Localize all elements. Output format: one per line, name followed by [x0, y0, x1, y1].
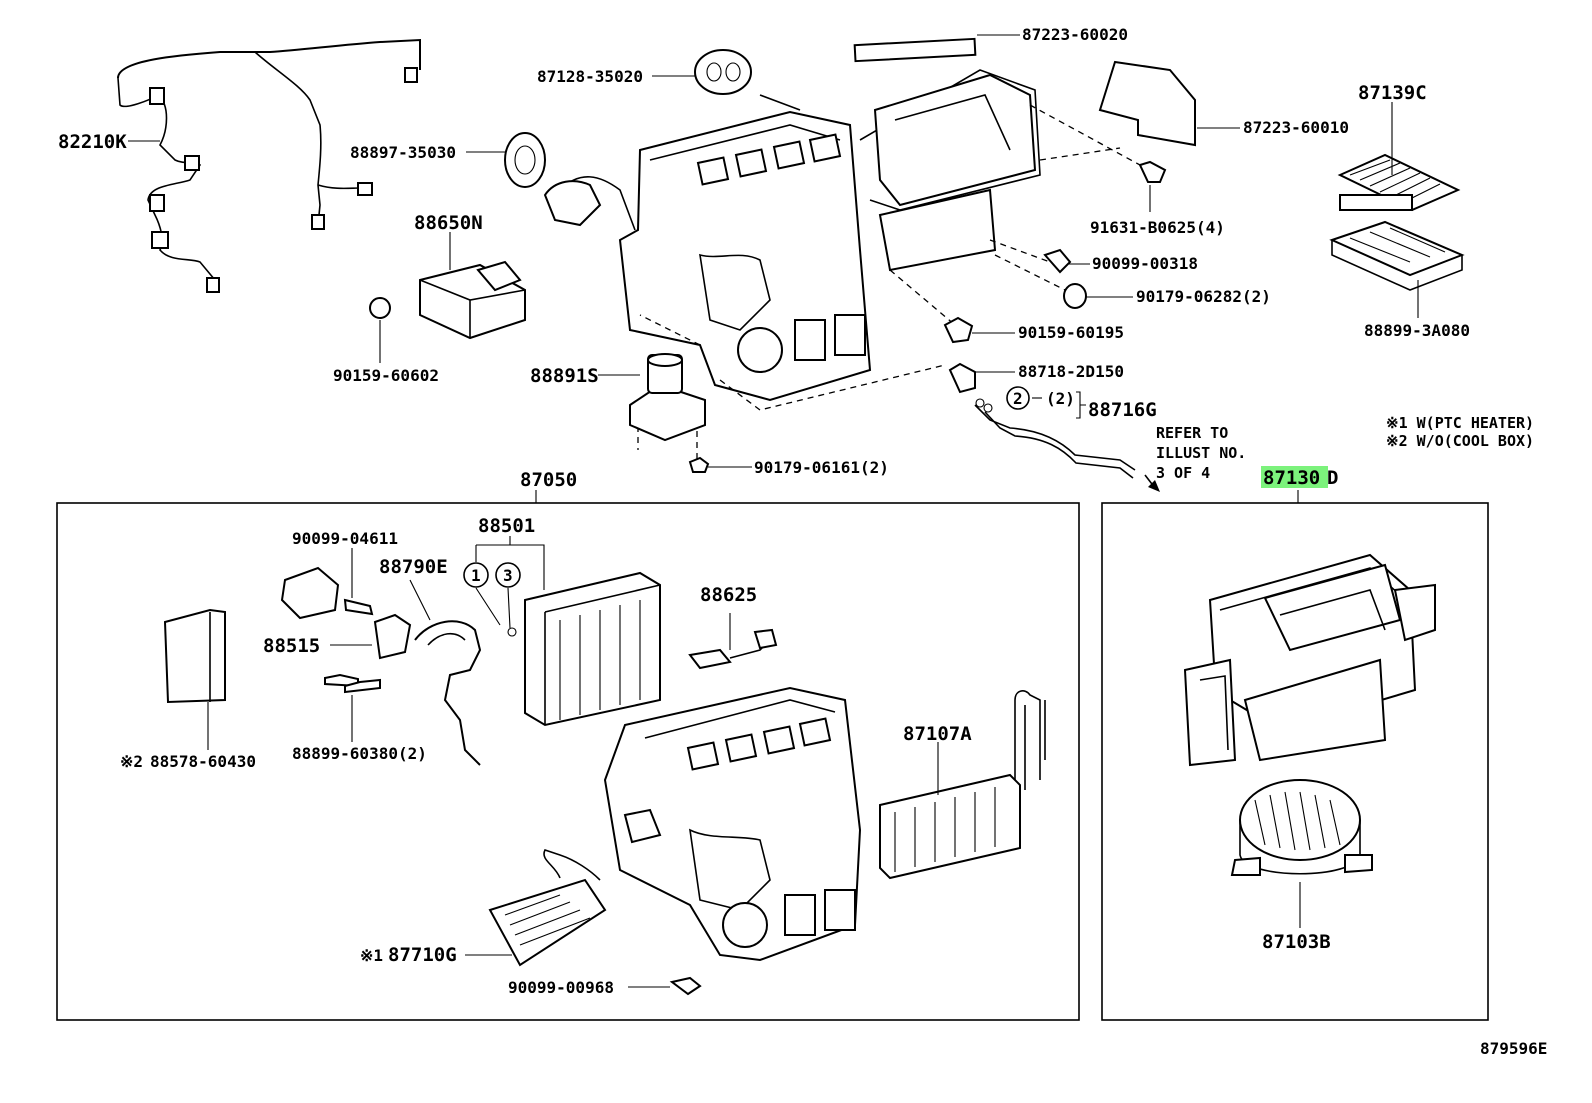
cabin-filter-drawing — [1329, 153, 1465, 291]
part-number-87223-60020[interactable]: 87223-60020 — [1022, 25, 1128, 44]
part-number-88897-35030[interactable]: 88897-35030 — [350, 143, 456, 162]
part-number-suffix: D — [1327, 467, 1338, 489]
footnote: ※1 W(PTC HEATER) — [1386, 414, 1534, 432]
ref-mark-2: ※2 — [120, 752, 143, 771]
grommet-drawing — [504, 49, 752, 188]
part-number-88716g[interactable]: 88716G — [1088, 399, 1157, 421]
part-number-88578-60430[interactable]: 88578-60430 — [150, 752, 256, 771]
leader-lines-top — [128, 34, 1419, 468]
refer-note-line: ILLUST NO. — [1156, 444, 1246, 462]
part-number-90179-061612[interactable]: 90179-06161(2) — [754, 458, 889, 477]
circle-mark-3: 3 — [503, 566, 513, 585]
part-number-87107a[interactable]: 87107A — [903, 723, 972, 745]
quantity-marker: (2) — [1046, 389, 1075, 408]
part-number-90179-062822[interactable]: 90179-06282(2) — [1136, 287, 1271, 306]
blower-unit-drawing — [1183, 553, 1436, 928]
part-number-88501[interactable]: 88501 — [478, 515, 535, 537]
part-number-87223-60010[interactable]: 87223-60010 — [1243, 118, 1349, 137]
part-number-87050[interactable]: 87050 — [520, 469, 577, 491]
part-number-87103b[interactable]: 87103B — [1262, 931, 1331, 953]
part-number-91631-b06254[interactable]: 91631-B0625(4) — [1090, 218, 1225, 237]
diagram-code: 879596E — [1480, 1039, 1547, 1058]
mounting-guide-lines — [637, 104, 1141, 460]
part-number-88899-3a080[interactable]: 88899-3A080 — [1364, 321, 1470, 340]
part-number-82210k[interactable]: 82210K — [58, 131, 127, 153]
part-number-87139c[interactable]: 87139C — [1358, 82, 1427, 104]
refer-note-line: 3 OF 4 — [1156, 464, 1210, 482]
part-number-90099-04611[interactable]: 90099-04611 — [292, 529, 398, 548]
circle-mark-1: 1 — [471, 566, 481, 585]
amplifier-drawing — [369, 260, 526, 340]
part-number-87130[interactable]: 87130 — [1263, 467, 1320, 489]
part-number-90159-60195[interactable]: 90159-60195 — [1018, 323, 1124, 342]
highlight-87130 — [1261, 466, 1328, 488]
part-number-88899-603802[interactable]: 88899-60380(2) — [292, 744, 427, 763]
refer-note-line: REFER TO — [1156, 424, 1228, 442]
kit-box-87130D — [1101, 502, 1489, 1021]
footnote: ※2 W/O(COOL BOX) — [1386, 432, 1534, 450]
hvac-unit-main-drawing — [543, 37, 1041, 402]
filter-cover-drawing — [1098, 60, 1196, 147]
part-number-88790e[interactable]: 88790E — [379, 556, 448, 578]
part-number-90099-00318[interactable]: 90099-00318 — [1092, 254, 1198, 273]
part-number-88891s[interactable]: 88891S — [530, 365, 599, 387]
part-number-87710g[interactable]: 87710G — [388, 944, 457, 966]
fasteners-top — [688, 160, 1167, 473]
pipe-drawing — [974, 386, 1160, 492]
part-number-88515[interactable]: 88515 — [263, 635, 320, 657]
part-number-87128-35020[interactable]: 87128-35020 — [537, 67, 643, 86]
circle-mark-2: 2 — [1013, 389, 1023, 408]
sub-kit-drawings-left — [163, 536, 1046, 996]
part-number-88718-2d150[interactable]: 88718-2D150 — [1018, 362, 1124, 381]
ref-mark-1: ※1 — [360, 946, 383, 965]
part-number-90159-60602[interactable]: 90159-60602 — [333, 366, 439, 385]
part-number-88625[interactable]: 88625 — [700, 584, 757, 606]
part-number-88650n[interactable]: 88650N — [414, 212, 483, 234]
wire-harness-drawing — [117, 38, 421, 293]
part-number-90099-00968[interactable]: 90099-00968 — [508, 978, 614, 997]
kit-box-87050 — [56, 502, 1080, 1021]
servo-motor-drawing — [629, 353, 706, 442]
